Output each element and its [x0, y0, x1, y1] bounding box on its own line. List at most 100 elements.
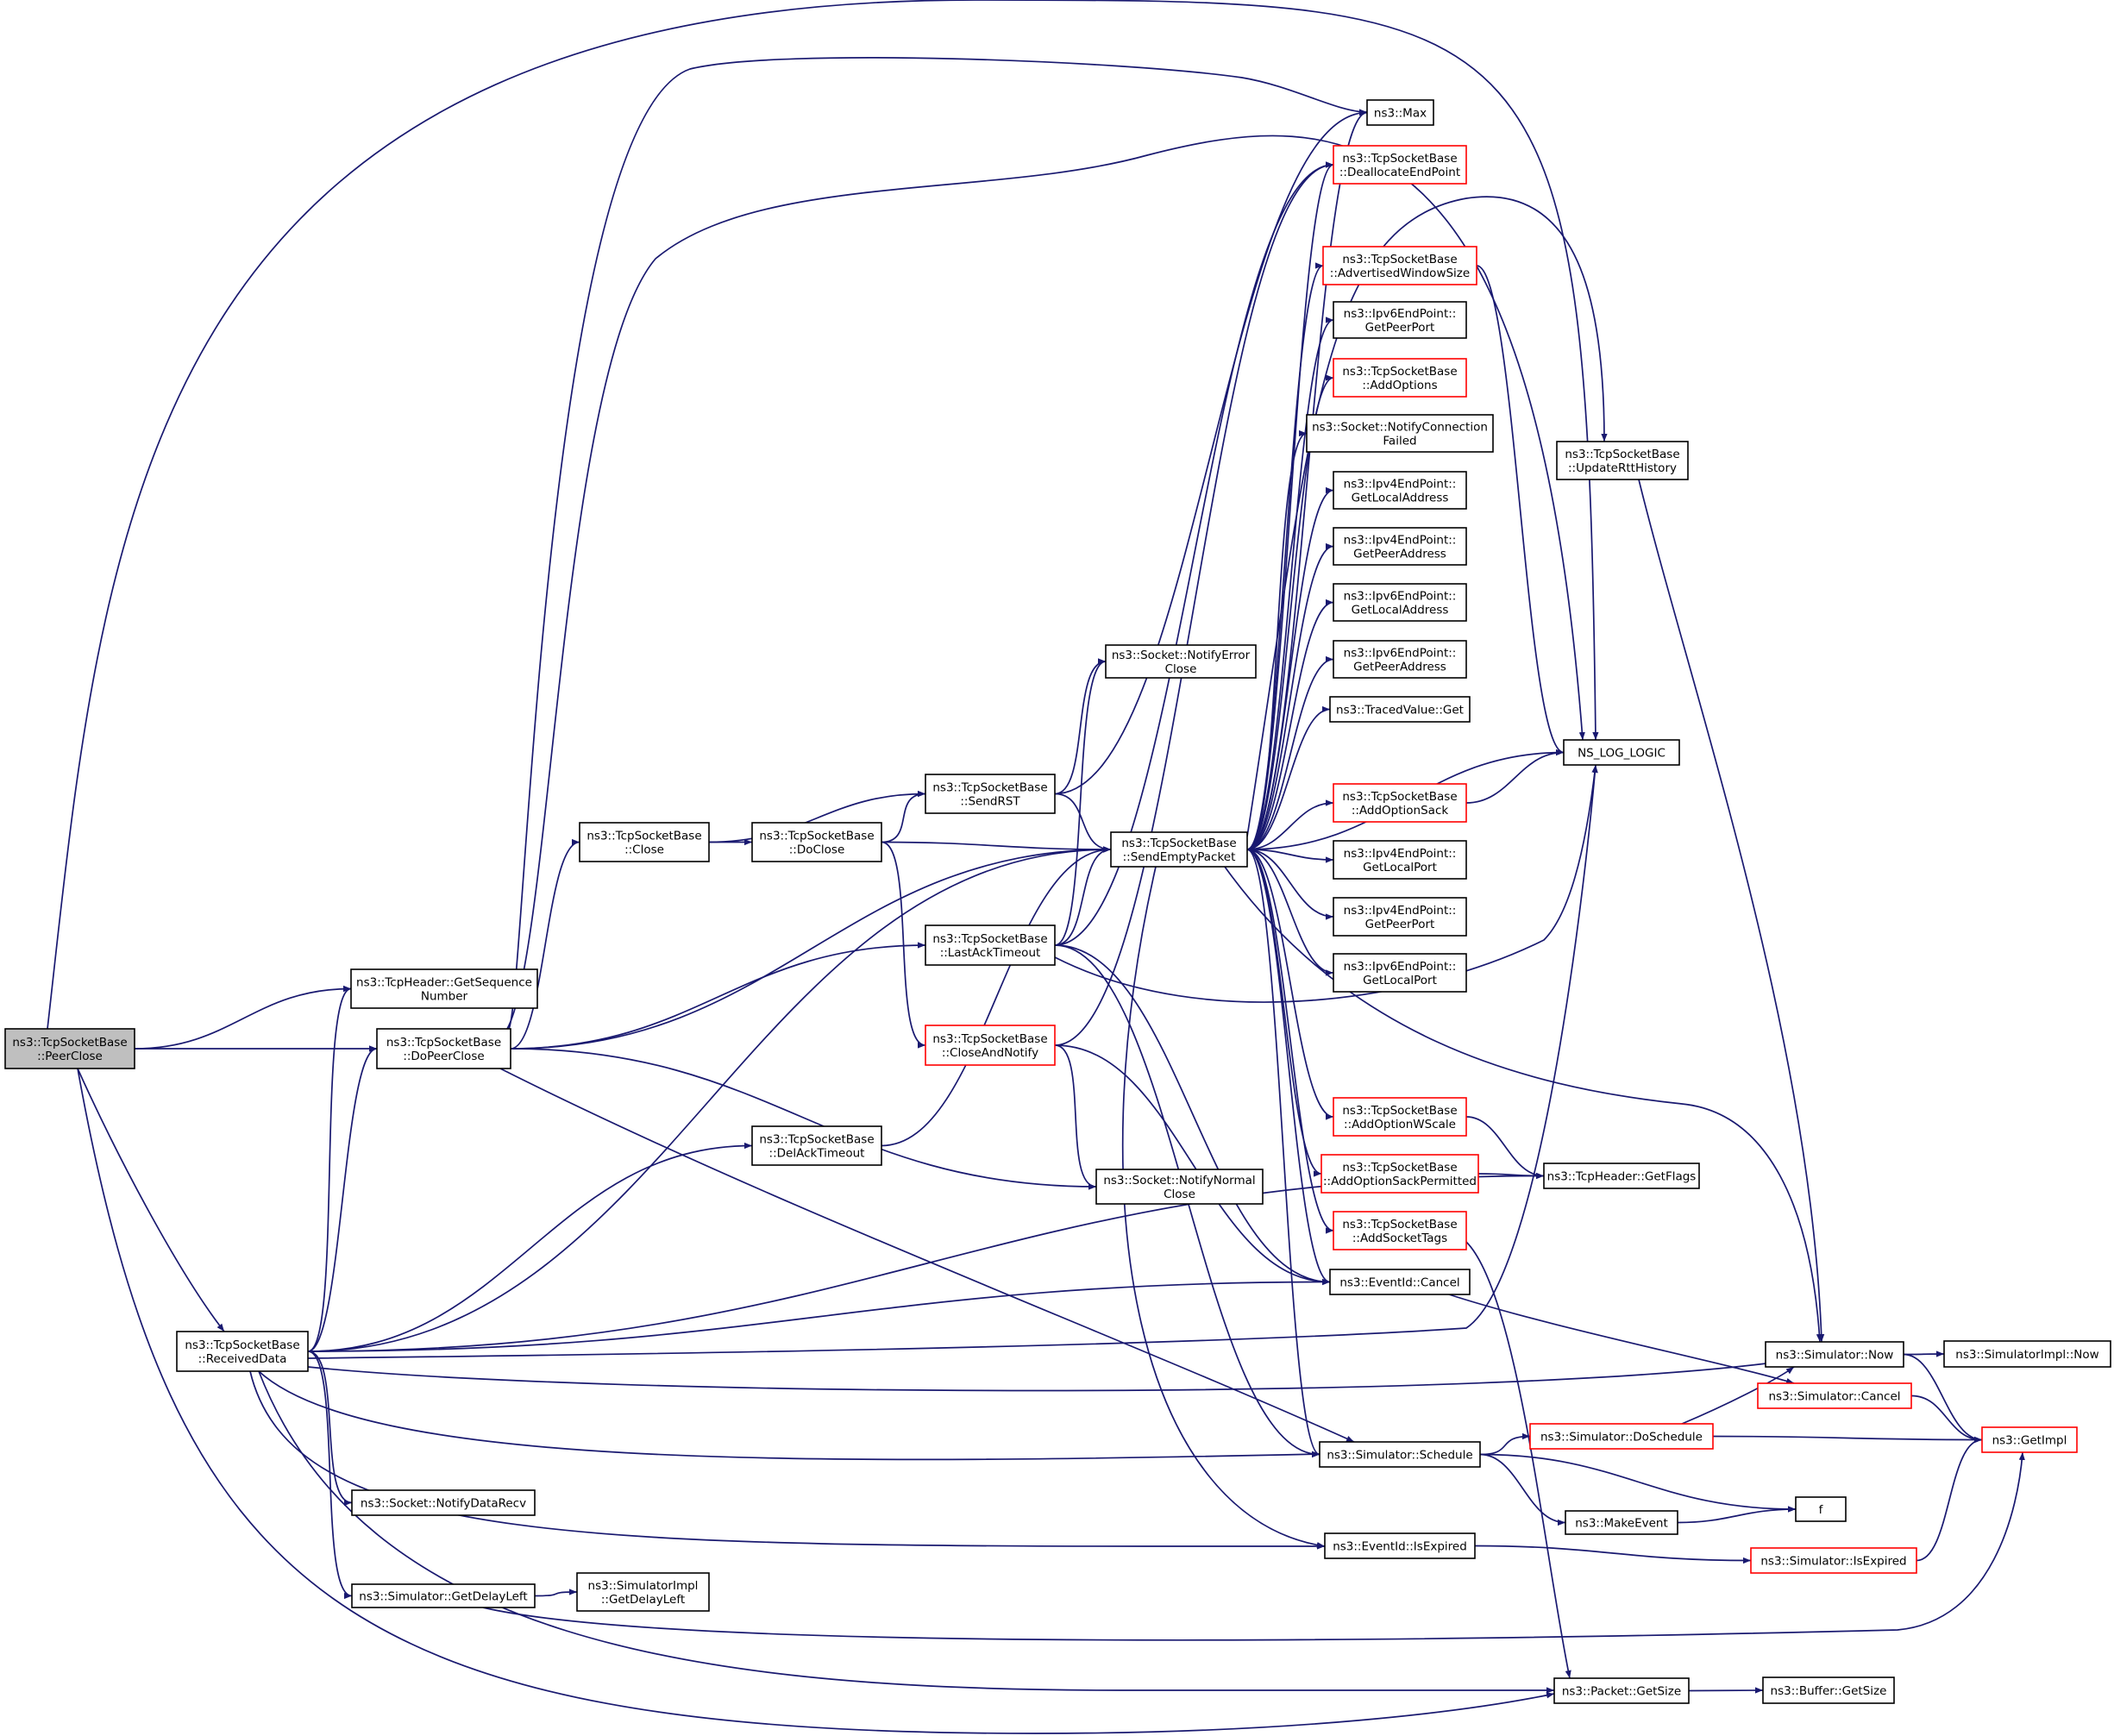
node-simschedule[interactable]: ns3::Simulator::Schedule	[1319, 1441, 1481, 1468]
edge-sendemptypacket-to-updatertthistory	[1246, 196, 1608, 837]
edge-closeandnotify-to-notifynormalclose	[1054, 1044, 1097, 1190]
node-ipv6getlocalport[interactable]: ns3::Ipv6EndPoint::GetLocalPort	[1333, 953, 1467, 993]
node-sendemptypacket[interactable]: ns3::TcpSocketBase::SendEmptyPacket	[1110, 831, 1248, 868]
edge-receiveddata-to-simnow	[307, 1360, 1774, 1392]
edge-receiveddata-to-eventidcancel	[307, 1278, 1331, 1352]
node-simcancel[interactable]: ns3::Simulator::Cancel	[1757, 1382, 1912, 1409]
node-deallocateendpoint[interactable]: ns3::TcpSocketBase::DeallocateEndPoint	[1333, 145, 1467, 185]
edge-sendemptypacket-to-ipv6getlocalport	[1246, 849, 1334, 976]
node-label: ns3::TcpSocketBase	[1342, 790, 1457, 804]
node-box	[1110, 831, 1248, 868]
node-label: ns3::SimulatorImpl	[588, 1579, 699, 1593]
node-box	[1565, 1510, 1678, 1535]
edge-receiveddata-to-gethdrseq	[307, 985, 352, 1352]
edge-sendemptypacket-to-ipv4getlocalport	[1246, 849, 1334, 863]
node-doclose[interactable]: ns3::TcpSocketBase::DoClose	[751, 822, 882, 862]
node-label: ::AddOptionSackPermitted	[1323, 1175, 1477, 1188]
node-box	[1333, 783, 1467, 823]
node-box	[350, 968, 538, 1009]
node-label: f	[1819, 1503, 1824, 1517]
node-ipv6getlocaladdress[interactable]: ns3::Ipv6EndPoint::GetLocalAddress	[1333, 583, 1467, 622]
edge-sendemptypacket-to-addoptionsackpermitted	[1246, 849, 1322, 1177]
node-box	[1556, 441, 1689, 480]
node-makeevent[interactable]: ns3::MakeEvent	[1565, 1510, 1678, 1535]
edge-receiveddata-to-delacktimeout	[307, 1142, 753, 1352]
node-label: ::Close	[624, 843, 664, 857]
node-delacktimeout[interactable]: ns3::TcpSocketBase::DelAckTimeout	[751, 1125, 882, 1166]
node-peerclose[interactable]: ns3::TcpSocketBase::PeerClose	[4, 1028, 135, 1069]
node-box	[1322, 246, 1477, 285]
node-addoptions[interactable]: ns3::TcpSocketBase::AddOptions	[1333, 358, 1467, 398]
node-tracedvalueget[interactable]: ns3::TracedValue::Get	[1329, 696, 1471, 723]
node-dopeerclose[interactable]: ns3::TcpSocketBase::DoPeerClose	[376, 1028, 511, 1069]
node-close[interactable]: ns3::TcpSocketBase::Close	[579, 822, 710, 862]
edge-updatertthistory-to-simnow	[1638, 479, 1825, 1343]
node-label: ns3::Socket::NotifyError	[1112, 649, 1251, 662]
node-addsockettags[interactable]: ns3::TcpSocketBase::AddSocketTags	[1333, 1211, 1467, 1250]
node-notifydatarecv[interactable]: ns3::Socket::NotifyDataRecv	[351, 1489, 536, 1516]
node-getdelayleft[interactable]: ns3::Simulator::GetDelayLeft	[351, 1583, 536, 1608]
edge-peerclose-to-gethdrseq	[134, 985, 352, 1050]
node-eventidisexpired[interactable]: ns3::EventId::IsExpired	[1324, 1532, 1476, 1559]
edge-dopeerclose-to-lastacktimeout	[510, 942, 926, 1050]
node-max[interactable]: ns3::Max	[1366, 99, 1434, 126]
edge-layer	[47, 0, 2025, 1734]
edge-simisexpired-to-getimpl	[1916, 1436, 1983, 1562]
edge-lastacktimeout-to-sendemptypacket	[1054, 846, 1112, 946]
edge-closeandnotify-to-deallocateendpoint	[1054, 161, 1334, 1046]
edge-eventidcancel-to-simcancel	[1448, 1294, 1795, 1384]
node-box	[1333, 301, 1467, 339]
node-box	[1333, 583, 1467, 622]
node-label: ns3::TcpSocketBase	[1121, 837, 1236, 850]
node-ipv4getlocalport[interactable]: ns3::Ipv4EndPoint::GetLocalPort	[1333, 840, 1467, 880]
node-label: ::AddOptions	[1362, 379, 1437, 392]
node-closeandnotify[interactable]: ns3::TcpSocketBase::CloseAndNotify	[925, 1025, 1056, 1066]
node-sendrst[interactable]: ns3::TcpSocketBase::SendRST	[925, 774, 1056, 814]
node-ipv6getpeeraddress[interactable]: ns3::Ipv6EndPoint::GetPeerAddress	[1333, 640, 1467, 679]
node-packetgetsize[interactable]: ns3::Packet::GetSize	[1553, 1677, 1690, 1704]
node-box	[925, 774, 1056, 814]
node-updatertthistory[interactable]: ns3::TcpSocketBase::UpdateRttHistory	[1556, 441, 1689, 480]
node-receiveddata[interactable]: ns3::TcpSocketBase::ReceivedData	[176, 1331, 309, 1372]
node-implgetdelayleft[interactable]: ns3::SimulatorImpl::GetDelayLeft	[576, 1572, 710, 1612]
node-addoptionwscale[interactable]: ns3::TcpSocketBase::AddOptionWScale	[1333, 1097, 1467, 1137]
node-label: ns3::Packet::GetSize	[1562, 1685, 1681, 1699]
node-ipv4getpeerport[interactable]: ns3::Ipv4EndPoint::GetPeerPort	[1333, 897, 1467, 937]
node-box	[1095, 1169, 1264, 1205]
node-ipv4getlocaladdress[interactable]: ns3::Ipv4EndPoint::GetLocalAddress	[1333, 471, 1467, 510]
edge-closeandnotify-to-eventidcancel	[1054, 1044, 1331, 1286]
node-eventidcancel[interactable]: ns3::EventId::Cancel	[1329, 1269, 1471, 1295]
node-box	[1324, 1532, 1476, 1559]
node-label: ::DoClose	[789, 843, 845, 857]
node-simisexpired[interactable]: ns3::Simulator::IsExpired	[1750, 1547, 1917, 1574]
node-label: ns3::TcpHeader::GetFlags	[1547, 1170, 1697, 1184]
node-label: ns3::Ipv4EndPoint::	[1344, 847, 1457, 861]
edge-simdoschedule-to-simnow	[1681, 1366, 1795, 1425]
node-advertisedwindowsize[interactable]: ns3::TcpSocketBase::AdvertisedWindowSize	[1322, 246, 1477, 285]
node-box	[1319, 1441, 1481, 1468]
node-lastacktimeout[interactable]: ns3::TcpSocketBase::LastAckTimeout	[925, 924, 1056, 966]
node-box	[576, 1572, 710, 1612]
node-box	[1333, 471, 1467, 510]
node-addoptionsackpermitted[interactable]: ns3::TcpSocketBase::AddOptionSackPermitt…	[1320, 1154, 1479, 1194]
edge-peerclose-to-receiveddata	[77, 1068, 225, 1332]
node-nsloglogic[interactable]: NS_LOG_LOGIC	[1563, 739, 1680, 766]
edge-eventidisexpired-to-simisexpired	[1474, 1545, 1752, 1564]
edge-simcancel-to-getimpl	[1910, 1394, 1983, 1444]
node-simnow[interactable]: ns3::Simulator::Now	[1765, 1341, 1904, 1368]
node-tcpheadergetflags[interactable]: ns3::TcpHeader::GetFlags	[1543, 1163, 1700, 1189]
node-getimpl[interactable]: ns3::GetImpl	[1981, 1426, 2078, 1453]
node-simdoschedule[interactable]: ns3::Simulator::DoSchedule	[1529, 1423, 1714, 1450]
edge-simnow-to-getimpl	[1903, 1353, 1983, 1444]
node-f[interactable]: f	[1795, 1496, 1847, 1522]
node-addoptionsack[interactable]: ns3::TcpSocketBase::AddOptionSack	[1333, 783, 1467, 823]
node-ipv6getpeerport[interactable]: ns3::Ipv6EndPoint::GetPeerPort	[1333, 301, 1467, 339]
node-buffergetsize[interactable]: ns3::Buffer::GetSize	[1762, 1676, 1895, 1704]
node-box	[1333, 953, 1467, 993]
node-simimplnow[interactable]: ns3::SimulatorImpl::Now	[1943, 1340, 2111, 1368]
node-ipv4getpeeraddress[interactable]: ns3::Ipv4EndPoint::GetPeerAddress	[1333, 527, 1467, 566]
